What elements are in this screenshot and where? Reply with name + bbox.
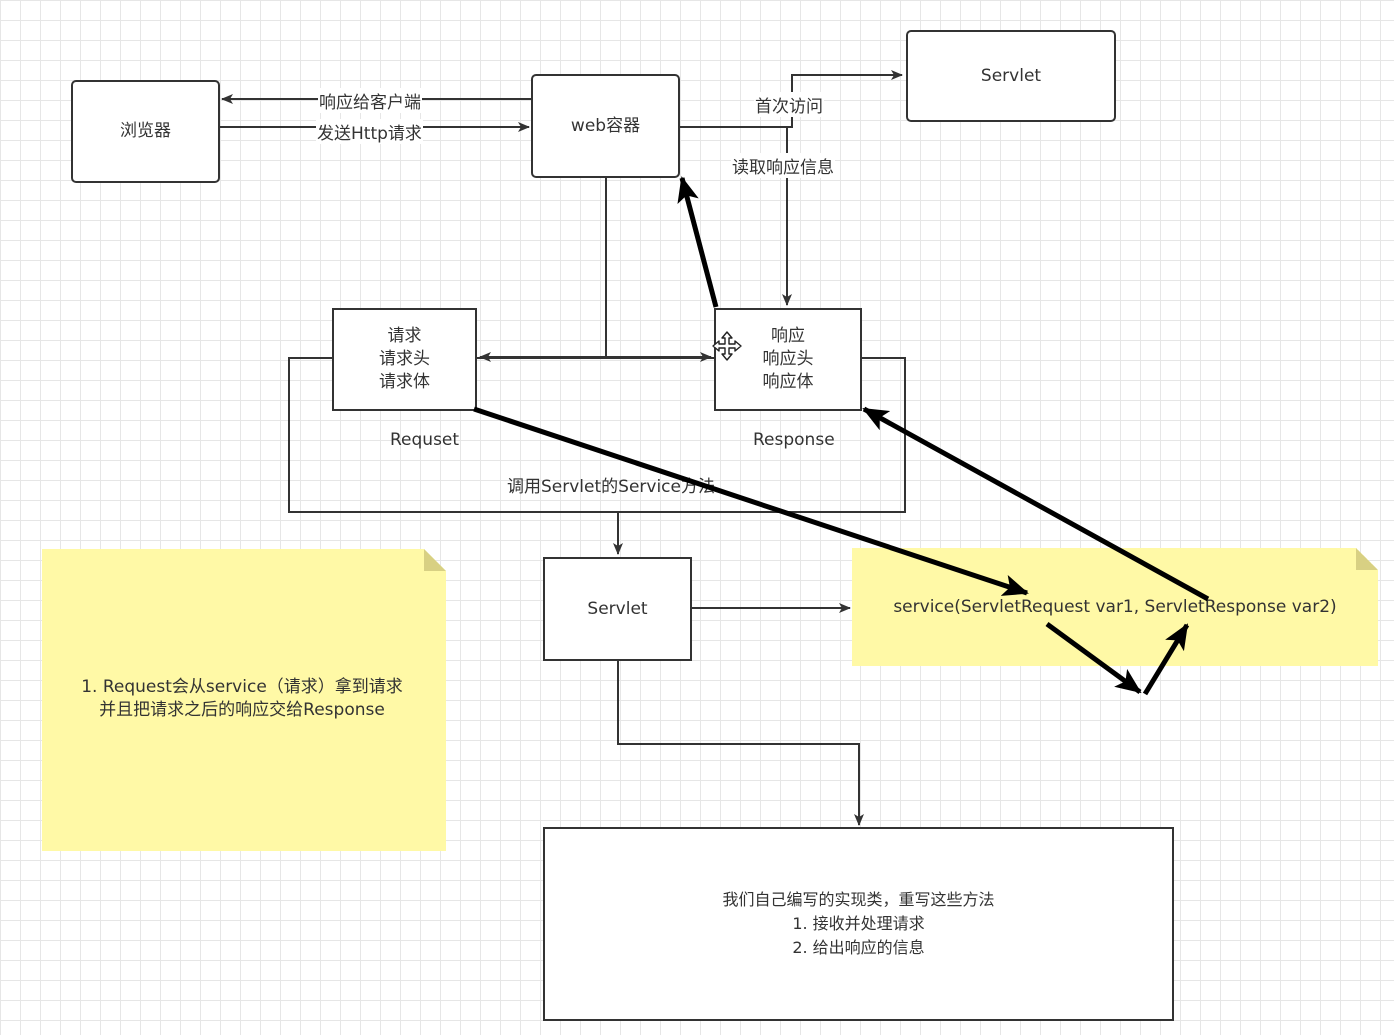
- move-cursor-icon: [712, 331, 742, 361]
- web-container-node: web容器: [531, 74, 680, 178]
- service-signature: service(ServletRequest var1, ServletResp…: [893, 597, 1337, 617]
- servlet-top-label: Servlet: [980, 65, 1042, 86]
- impl-line-2: 1. 接收并处理请求: [792, 914, 925, 933]
- request-line-3: 请求体: [379, 372, 430, 392]
- response-node: 响应 响应头 响应体: [714, 308, 862, 411]
- response-line-2: 响应头: [762, 349, 814, 369]
- send-http-label: 发送Http请求: [316, 119, 423, 144]
- impl-node: 我们自己编写的实现类，重写这些方法 1. 接收并处理请求 2. 给出响应的信息: [543, 827, 1174, 1021]
- request-node: 请求 请求头 请求体: [332, 308, 477, 411]
- web-container-label: web容器: [570, 115, 641, 136]
- left-note-line-2: 并且把请求之后的响应交给Response: [99, 700, 385, 720]
- left-note-text: 1. Request会从service（请求）拿到请求 并且把请求之后的响应交给…: [42, 676, 442, 722]
- call-service-label: 调用Servlet的Service方法: [507, 477, 715, 497]
- servlet-mid-label: Servlet: [587, 598, 648, 619]
- impl-line-3: 2. 给出响应的信息: [792, 938, 925, 957]
- to-impl-edge: [617, 660, 864, 826]
- request-line-1: 请求: [387, 326, 422, 346]
- request-caption: Requset: [390, 430, 460, 450]
- left-note: 1. Request会从service（请求）拿到请求 并且把请求之后的响应交给…: [42, 549, 446, 851]
- browser-label: 浏览器: [120, 121, 171, 141]
- servlet-top-node: Servlet: [906, 30, 1116, 122]
- request-line-2: 请求头: [379, 349, 430, 369]
- response-line-3: 响应体: [762, 372, 814, 392]
- service-note: service(ServletRequest var1, ServletResp…: [852, 548, 1378, 666]
- left-note-line-1: 1. Request会从service（请求）拿到请求: [81, 677, 403, 697]
- respond-to-client-label: 响应给客户端: [318, 88, 422, 113]
- first-visit-label: 首次访问: [754, 92, 824, 117]
- servlet-mid-node: Servlet: [543, 557, 692, 661]
- response-line-1: 响应: [771, 326, 805, 346]
- browser-node: 浏览器: [71, 80, 220, 183]
- read-response-label: 读取响应信息: [731, 153, 835, 178]
- response-caption: Response: [753, 430, 835, 450]
- impl-line-1: 我们自己编写的实现类，重写这些方法: [722, 890, 995, 909]
